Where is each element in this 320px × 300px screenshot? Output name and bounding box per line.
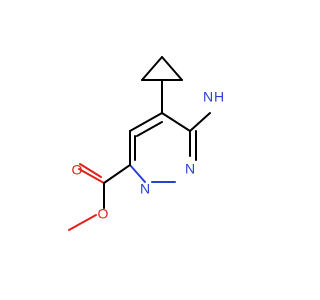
carbonyl-double-bond-b xyxy=(79,163,102,178)
methoxy-bond xyxy=(68,214,97,231)
ring-double-bond-c2-c4 xyxy=(136,121,163,137)
cyclopropyl-group xyxy=(141,56,183,114)
ring-bond-c4-c5 xyxy=(161,112,191,132)
carbonyl-oxygen-label: O xyxy=(72,162,83,178)
pyridazine-ring xyxy=(129,112,197,183)
molecule-structure: N H N N O O xyxy=(68,56,224,231)
ester-group xyxy=(68,163,131,231)
ring-nitrogen-2-label: N xyxy=(140,181,150,197)
ring-double-bond-n2-c3-a xyxy=(129,164,146,183)
amino-bond xyxy=(189,112,211,132)
carbonyl-carbon-bond xyxy=(103,164,131,184)
cyclopropyl-bond-left xyxy=(141,56,163,81)
carbonyl-double-bond-a xyxy=(78,168,105,184)
ring-bond-c2-c4 xyxy=(129,112,163,132)
ester-oxygen-label: O xyxy=(98,206,109,222)
ring-nitrogen-1-label: N xyxy=(185,161,195,177)
cyclopropyl-bond-right xyxy=(161,56,183,81)
amine-hydrogen-label: H xyxy=(214,89,224,105)
amine-nitrogen-label: N xyxy=(203,89,213,105)
